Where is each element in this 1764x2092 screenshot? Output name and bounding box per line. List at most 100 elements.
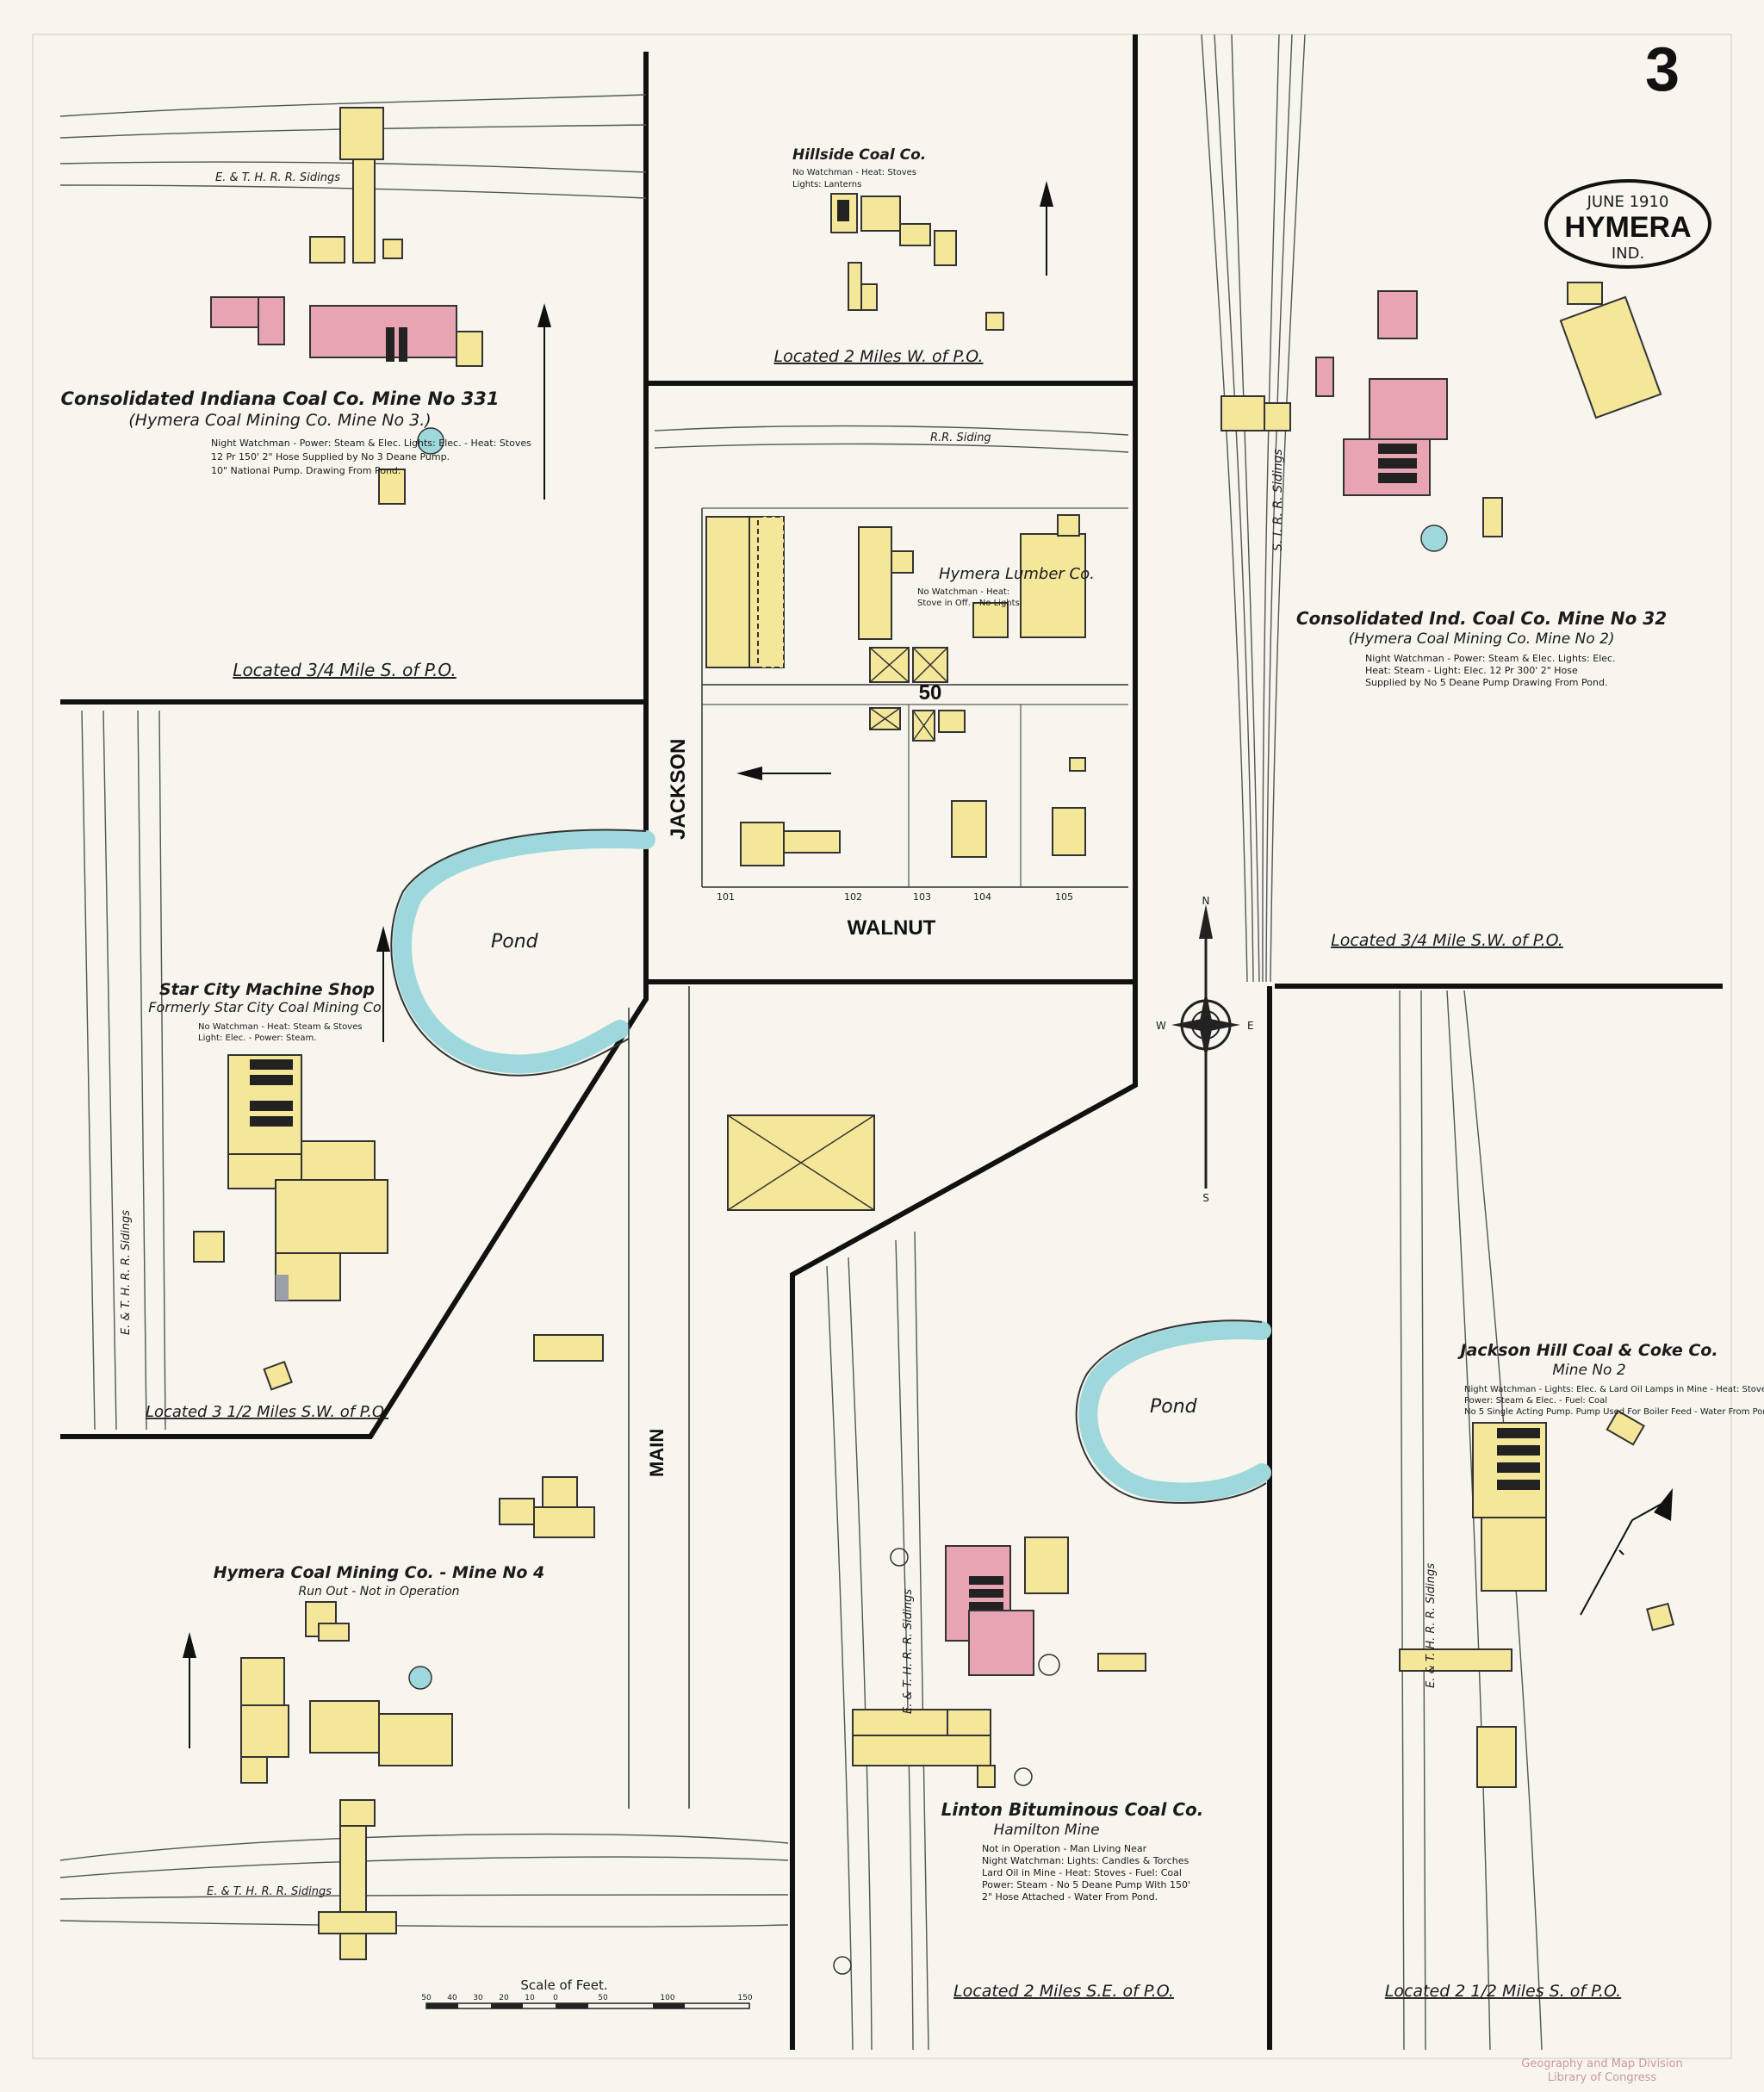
building	[899, 223, 931, 246]
boiler	[399, 327, 407, 362]
boiler	[1497, 1462, 1540, 1473]
oil-house	[378, 469, 406, 505]
inset-note: 2" Hose Attached - Water From Pond.	[982, 1891, 1158, 1903]
compass-s: S	[1202, 1192, 1209, 1204]
north-arrow-head	[183, 1632, 196, 1658]
inset-note: Lights: Lanterns	[792, 180, 861, 189]
lime-house	[891, 550, 914, 574]
inset-note: Night Watchman - Power: Steam & Elec. Li…	[211, 438, 531, 449]
water-tank	[1420, 525, 1448, 552]
building	[1264, 402, 1291, 431]
compass-n: N	[1202, 895, 1210, 907]
pump-house	[456, 331, 483, 367]
scale-tick: 50	[421, 1994, 432, 2002]
inset-note: Lard Oil in Mine - Heat: Stoves - Fuel: …	[982, 1867, 1182, 1878]
oil-house	[1482, 497, 1503, 537]
shop-building	[258, 296, 285, 345]
shaft-house	[947, 1709, 991, 1736]
dwelling	[783, 830, 841, 854]
well	[890, 1548, 909, 1567]
inset-note: Night Watchman: Lights: Candles & Torche…	[982, 1855, 1189, 1866]
house-number: 105	[1055, 891, 1073, 903]
inset-subtitle: Mine No 2	[1552, 1362, 1625, 1379]
inset-note: Supplied by No 5 Deane Pump Drawing From…	[1365, 677, 1607, 688]
water-tank	[417, 427, 444, 455]
forge	[276, 1275, 289, 1301]
blacksmith-shop	[934, 230, 957, 266]
office-building	[1020, 533, 1086, 638]
dwelling	[1052, 807, 1086, 856]
location-note: Located 2 Miles W. of P.O.	[773, 347, 983, 366]
tipple	[339, 1825, 367, 1960]
boiler	[250, 1059, 293, 1070]
boiler-house	[1377, 290, 1418, 339]
north-arrow-head	[1040, 181, 1053, 207]
boiler	[250, 1101, 293, 1111]
boiler	[1497, 1445, 1540, 1456]
inset-subtitle: (Hymera Coal Mining Co. Mine No 2)	[1348, 630, 1614, 648]
tipple	[852, 1709, 948, 1736]
scale-tick: 150	[737, 1994, 752, 2002]
dwelling	[938, 710, 966, 733]
title-cartouche	[1544, 179, 1711, 269]
boiler	[250, 1075, 293, 1085]
north-arrow-head	[736, 767, 762, 780]
house-number: 104	[973, 891, 991, 903]
building	[339, 107, 384, 160]
boiler	[250, 1116, 293, 1127]
boiler	[1378, 444, 1417, 454]
scale-tick: 0	[553, 1994, 558, 2002]
north-arrow-head	[1654, 1488, 1673, 1521]
well	[1038, 1654, 1060, 1676]
sheet-header: 3 JUNE 1910 HYMERA IND.	[1544, 35, 1711, 269]
open-shed	[757, 516, 785, 668]
inset-note: Light: Elec. - Power: Steam.	[198, 1034, 316, 1043]
inset-note: Night Watchman - Power: Steam & Elec. Li…	[1365, 653, 1616, 664]
wash-house	[1024, 1536, 1069, 1594]
scale-bar: Scale of Feet. 50 40 30 20 10 0 50 100 1…	[421, 1977, 753, 2009]
location-note: Located 3 1/2 Miles S.W. of P.O.	[146, 1403, 388, 1421]
inset-note: Night Watchman - Lights: Elec. & Lard Oi…	[1464, 1385, 1764, 1394]
building	[339, 1799, 376, 1827]
scale-tick: 20	[499, 1994, 509, 2002]
north-arrow-head	[376, 926, 390, 952]
boiler	[969, 1589, 1003, 1598]
hoisting-house	[309, 1700, 380, 1754]
inset-note: Heat: Steam - Light: Elec. 12 Pr 300' 2"…	[1365, 665, 1578, 676]
boiler	[1378, 458, 1417, 469]
lumber-note: Stove in Off. - No Lights	[917, 599, 1020, 608]
inset-s-linton: E. & T. H. R. R. Sidings Linton Bitumino…	[833, 1536, 1203, 2001]
fan-house	[1606, 1409, 1645, 1446]
building	[860, 283, 878, 311]
boiler	[1497, 1480, 1540, 1490]
boiler	[1497, 1428, 1540, 1438]
shed	[263, 1360, 293, 1391]
inset-n-hillside: Hillside Coal Co. No Watchman - Heat: St…	[773, 146, 1053, 366]
location-note: Located 2 1/2 Miles S. of P.O.	[1385, 1982, 1621, 2001]
storage-shed	[1559, 295, 1662, 419]
water-tank	[408, 1666, 432, 1690]
inset-ne-mine-32: S. I. R. R. Sidings Consolidated Ind. Co…	[1221, 282, 1667, 950]
building	[977, 1765, 996, 1788]
building	[985, 312, 1004, 331]
inset-title: Hillside Coal Co.	[792, 146, 926, 164]
inset-note: 12 Pr 150' 2" Hose Supplied by No 3 Dean…	[211, 451, 450, 462]
blacksmith-shop	[1476, 1726, 1517, 1788]
hoisting-house	[309, 305, 457, 358]
dwelling	[740, 822, 785, 866]
saw-mill	[240, 1657, 285, 1706]
track-label: E. & T. H. R. R. Sidings	[215, 171, 340, 184]
inset-note: No Watchman - Heat: Stoves	[792, 168, 916, 177]
inset-title: Consolidated Indiana Coal Co. Mine No 33…	[61, 388, 500, 409]
inset-title: Hymera Coal Mining Co. - Mine No 4	[214, 1563, 545, 1582]
tipple	[1399, 1648, 1512, 1672]
dwelling	[951, 800, 987, 858]
compass-w: W	[1156, 1020, 1166, 1032]
location-note: Located 3/4 Mile S.W. of P.O.	[1331, 931, 1563, 950]
lumber-shed	[858, 526, 892, 640]
dwelling	[533, 1506, 595, 1538]
lumber-note: No Watchman - Heat:	[917, 587, 1009, 597]
tipple	[852, 1735, 991, 1766]
state-abbrev: IND.	[1612, 245, 1644, 263]
